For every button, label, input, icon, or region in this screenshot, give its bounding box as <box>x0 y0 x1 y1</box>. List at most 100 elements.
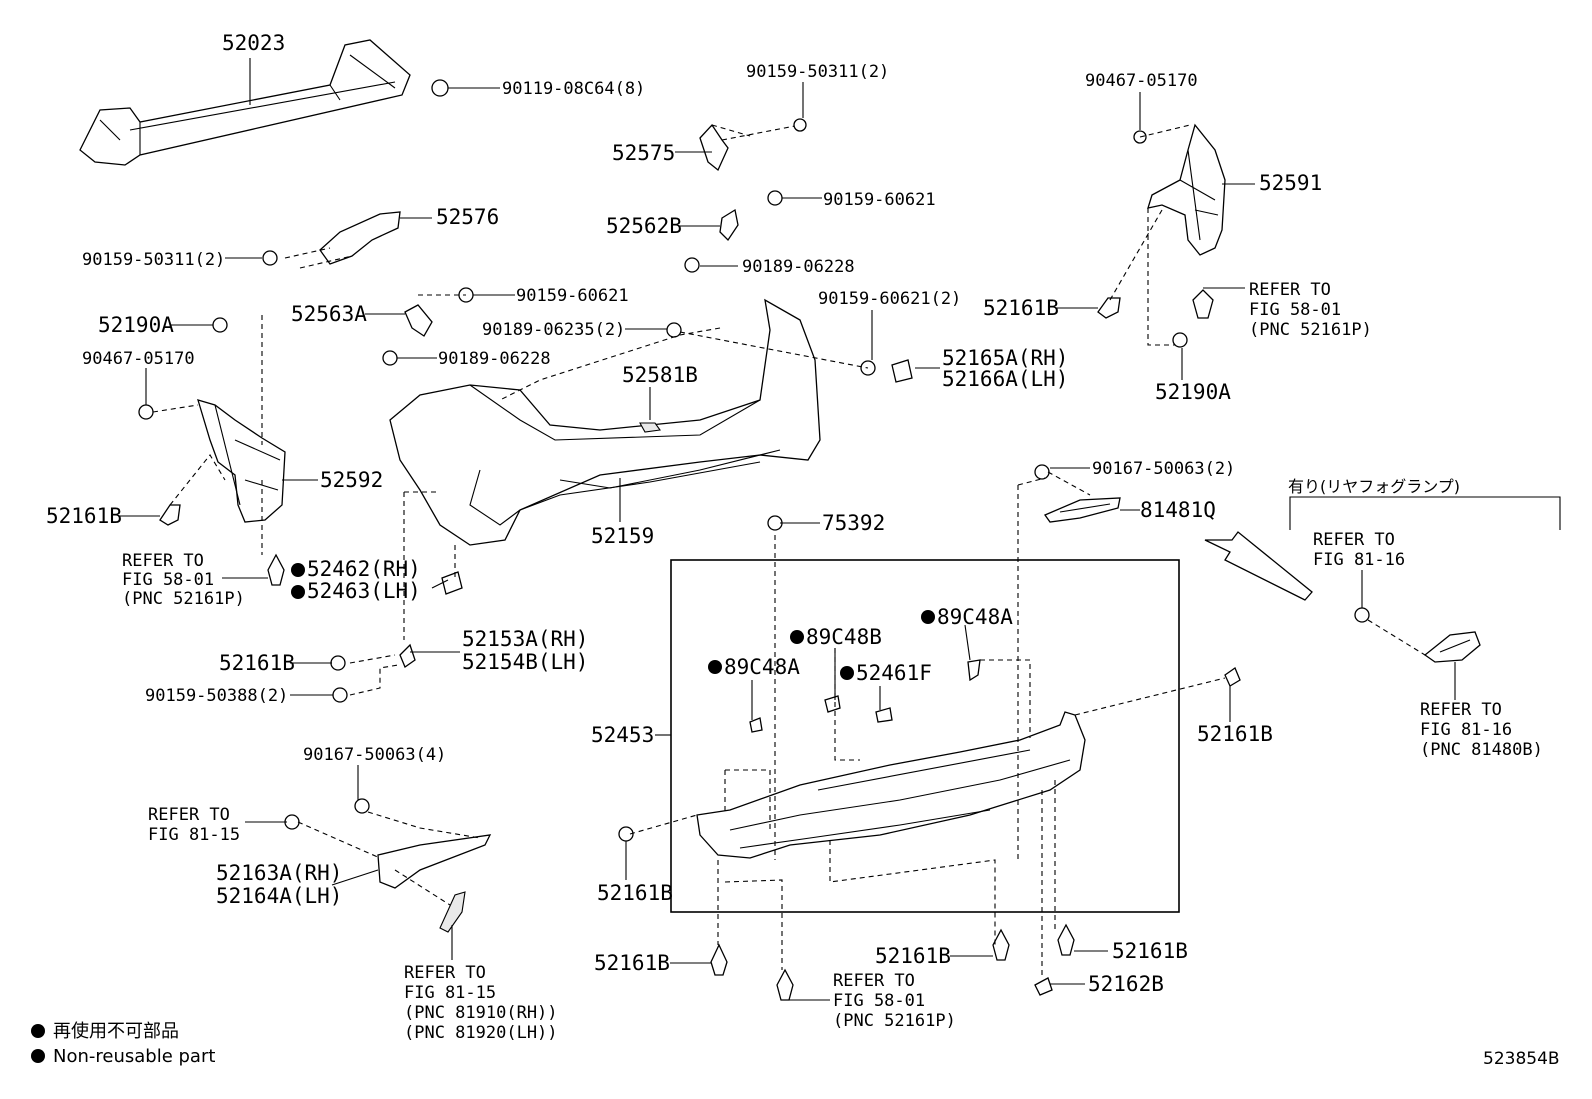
label-52161b-mid: 52161B <box>219 651 295 675</box>
refer-58-01-left-1: REFER TO <box>122 551 204 571</box>
refer-81-16-top-2: FIG 81-16 <box>1313 550 1405 570</box>
bumper-cover-52159 <box>389 298 821 546</box>
legend-dot-en <box>31 1049 45 1063</box>
label-52164a: 52164A(LH) <box>216 884 342 908</box>
leader-lines <box>118 58 1456 1001</box>
legend: 再使用不可部品 Non-reusable part <box>31 1021 215 1067</box>
label-52159: 52159 <box>591 524 654 548</box>
fasteners <box>138 79 1370 1001</box>
label-52161b-bottom-2: 52161B <box>875 944 951 968</box>
label-52461f: 52461F <box>856 661 932 685</box>
label-90167-50063-4: 90167-50063(4) <box>303 745 446 765</box>
label-90189-06235: 90189-06235(2) <box>482 320 625 340</box>
label-52161b-left: 52161B <box>46 504 122 528</box>
refer-58-01-left-2: FIG 58-01 <box>122 570 214 590</box>
label-52165a: 52165A(RH) <box>942 346 1068 370</box>
label-90159-60621-b: 90159-60621 <box>516 286 629 306</box>
label-52591: 52591 <box>1259 171 1322 195</box>
refer-58-01-right-2: FIG 58-01 <box>1249 300 1341 320</box>
label-90159-50311-top: 90159-50311(2) <box>746 62 889 82</box>
bracket-52563A <box>404 304 433 337</box>
label-90467-05170-left: 90467-05170 <box>82 349 195 369</box>
label-90159-50311-left: 90159-50311(2) <box>82 250 225 270</box>
bracket-52575 <box>699 123 801 172</box>
label-52163a: 52163A(RH) <box>216 861 342 885</box>
label-52581b: 52581B <box>622 363 698 387</box>
label-52153a: 52153A(RH) <box>462 627 588 651</box>
refer-58-01-right-1: REFER TO <box>1249 280 1331 300</box>
non-reusable-markers <box>291 563 935 680</box>
bracket-52562B <box>719 208 739 242</box>
label-52576: 52576 <box>436 205 499 229</box>
label-52023: 52023 <box>222 31 285 55</box>
reflector-81481Q <box>1044 497 1121 523</box>
refer-58-01-left-3: (PNC 52161P) <box>122 589 245 609</box>
label-90159-60621-c: 90159-60621(2) <box>818 289 961 309</box>
cap-52461F <box>875 707 893 723</box>
label-52161b-bottom-3: 52161B <box>1112 939 1188 963</box>
label-52162b: 52162B <box>1088 972 1164 996</box>
refer-81-16-top-1: REFER TO <box>1313 530 1395 550</box>
label-52562b: 52562B <box>606 214 682 238</box>
side-bracket-52591 <box>1147 123 1226 256</box>
refer-81-16-bot-1: REFER TO <box>1420 700 1502 720</box>
reflector-81910 <box>439 891 466 933</box>
refer-81-15-bot-1: REFER TO <box>404 963 486 983</box>
direction-arrow <box>1204 531 1313 601</box>
refer-81-15-left-1: REFER TO <box>148 805 230 825</box>
legend-text-jp: 再使用不可部品 <box>53 1021 179 1042</box>
label-90467-05170-top: 90467-05170 <box>1085 71 1198 91</box>
spoiler-group-box <box>670 559 1180 913</box>
refer-to-notes: REFER TO FIG 58-01 (PNC 52161P) REFER TO… <box>122 280 1543 1043</box>
label-89c48a-left: 89C48A <box>724 655 800 679</box>
label-75392: 75392 <box>822 511 885 535</box>
label-52161b-box-right: 52161B <box>1197 722 1273 746</box>
refer-58-01-bot-3: (PNC 52161P) <box>833 1011 956 1031</box>
label-52161b-right: 52161B <box>983 296 1059 320</box>
label-52462: 52462(RH) <box>307 557 421 581</box>
label-90159-60621-a: 90159-60621 <box>823 190 936 210</box>
fog-lamp <box>1423 631 1481 663</box>
refer-81-15-bot-2: FIG 81-15 <box>404 983 496 1003</box>
label-52463: 52463(LH) <box>307 579 421 603</box>
reinforcement-beam-52023 <box>79 39 411 166</box>
label-52161b-box-left: 52161B <box>597 881 673 905</box>
cap-52462 <box>441 571 463 595</box>
label-52154b: 52154B(LH) <box>462 650 588 674</box>
label-52190a-right: 52190A <box>1155 380 1231 404</box>
label-52575: 52575 <box>612 141 675 165</box>
bracket-52163A <box>377 834 492 889</box>
label-52592: 52592 <box>320 468 383 492</box>
label-52563a: 52563A <box>291 302 367 326</box>
label-52161b-bottom-1: 52161B <box>594 951 670 975</box>
refer-81-16-bot-2: FIG 81-16 <box>1420 720 1512 740</box>
lower-spoiler-52453 <box>696 711 1086 859</box>
refer-81-15-bot-4: (PNC 81920(LH)) <box>404 1023 558 1043</box>
bracket-52576 <box>284 211 401 269</box>
part-labels: 52023 90119-08C64(8) 90159-50311(2) 5257… <box>46 31 1460 996</box>
refer-81-15-bot-3: (PNC 81910(RH)) <box>404 1003 558 1023</box>
label-90189-06228-a: 90189-06228 <box>742 257 855 277</box>
legend-text-en: Non-reusable part <box>53 1046 215 1067</box>
label-89c48b: 89C48B <box>806 625 882 649</box>
legend-dot-jp <box>31 1024 45 1038</box>
label-90119-08c64: 90119-08C64(8) <box>502 79 645 99</box>
label-81481q: 81481Q <box>1140 498 1216 522</box>
figure-id: 523854B <box>1483 1049 1560 1069</box>
refer-81-16-bot-3: (PNC 81480B) <box>1420 740 1543 760</box>
refer-81-15-left-2: FIG 81-15 <box>148 825 240 845</box>
label-fog-option: 有り(リヤフォグランプ) <box>1288 477 1460 496</box>
label-90189-06228-b: 90189-06228 <box>438 349 551 369</box>
assembly-lines <box>152 124 1426 978</box>
refer-58-01-right-3: (PNC 52161P) <box>1249 320 1372 340</box>
cap-52162B <box>1034 977 1053 996</box>
refer-58-01-bot-1: REFER TO <box>833 971 915 991</box>
label-52166a: 52166A(LH) <box>942 367 1068 391</box>
refer-58-01-bot-2: FIG 58-01 <box>833 991 925 1011</box>
label-90167-50063-2: 90167-50063(2) <box>1092 459 1235 479</box>
label-90159-50388: 90159-50388(2) <box>145 686 288 706</box>
bracket-52165A <box>891 359 913 383</box>
label-89c48a-right: 89C48A <box>937 605 1013 629</box>
label-52190a-left: 52190A <box>98 313 174 337</box>
